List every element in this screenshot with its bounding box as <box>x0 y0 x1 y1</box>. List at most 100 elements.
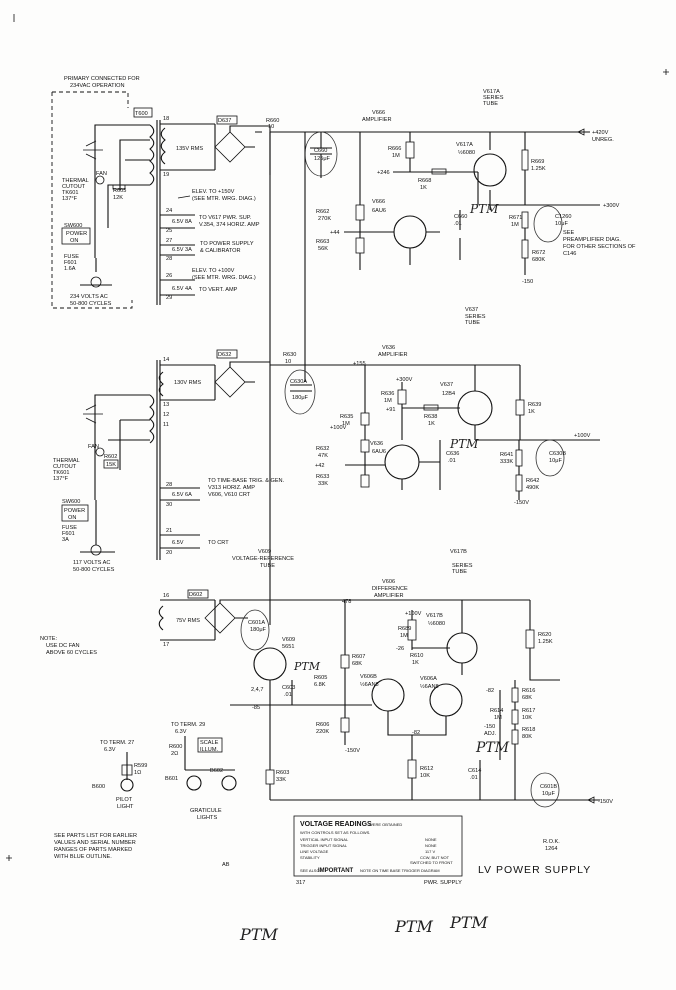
elev150-2: (SEE MTR. WRG. DIAG.) <box>192 196 256 202</box>
v636-tube-icon <box>384 444 420 480</box>
fuse-upper-1: FUSE <box>64 254 79 260</box>
r616-value: 68K <box>522 695 532 701</box>
term-11: 11 <box>163 422 169 428</box>
term-25: 25 <box>166 228 172 234</box>
v606b-label: V606B <box>360 674 377 680</box>
out-300v: +300V <box>603 203 620 209</box>
c630b-circle <box>535 439 565 477</box>
v666-sub: AMPLIFIER <box>362 117 392 123</box>
power-switch-lower <box>61 504 89 522</box>
term-14: 14 <box>163 357 169 363</box>
r617-label: R617 <box>522 708 535 714</box>
term-16: 16 <box>163 593 169 599</box>
voltage-box-title-small: WERE OBTAINED <box>369 822 402 827</box>
volts-upper-2: 50-800 CYCLES <box>70 301 112 307</box>
stamp-line1: R.O.K. <box>543 839 560 845</box>
adj-val: -150 <box>484 724 495 730</box>
b601-bulb-icon <box>186 775 202 791</box>
v636-tube-label: V636 <box>370 441 383 447</box>
c630-label: C630A <box>290 379 307 385</box>
r671-value: 1M <box>511 222 519 228</box>
secondary-75v-section: 16 17 75V RMS D602 C601A 180μF NOTE: USE… <box>40 589 300 656</box>
thermal-lower-2: CUTOUT <box>53 464 77 470</box>
v617b-sub1: SERIES <box>452 563 473 569</box>
c614-label: C614 <box>468 768 481 774</box>
r614-label: R614 <box>490 708 503 714</box>
fan-label-lower: FAN <box>88 444 99 450</box>
b600-label: B600 <box>92 784 105 790</box>
vb-row2-value: 117 V <box>425 849 435 854</box>
b602-bulb-icon <box>221 775 237 791</box>
v617b-tube-type: ½6080 <box>428 620 445 627</box>
r605-value: 12K <box>113 195 123 201</box>
to-timebase-1: TO TIME-BASE TRIG. & GEN. <box>208 478 285 484</box>
r638-value: 1K <box>428 421 435 427</box>
term-29: 29 <box>166 295 172 301</box>
r632-label: R632 <box>316 446 329 452</box>
r669-value: 1.25K <box>531 166 546 172</box>
r620-value: 1.25K <box>538 639 553 645</box>
r636-label: R636 <box>381 391 394 397</box>
scale-label: SCALE <box>200 740 219 746</box>
node-150v-c: -150V <box>345 748 360 754</box>
fan-label-upper: FAN <box>96 171 107 177</box>
r660-label: R660 <box>266 118 279 124</box>
fan-note-1: NOTE: <box>40 636 58 642</box>
secondary-135v-section: 18 19 135V RMS D637 R660 10 +420V UNREG.… <box>160 115 614 178</box>
r617-value: 10K <box>522 715 532 721</box>
c660-label: C660 <box>314 148 327 154</box>
term-28a: 28 <box>166 256 172 262</box>
r614-value: 1M <box>494 715 502 721</box>
to-power-2: & CALIBRATOR <box>200 248 241 254</box>
out-420v: +420V <box>592 130 609 136</box>
term-12: 12 <box>163 412 169 418</box>
to-term29-2: 6.3V <box>175 729 187 735</box>
r630-value: 10 <box>285 359 291 365</box>
c630b-value: 10μF <box>549 458 562 464</box>
to-v617-1: TO V617 PWR. SUP. <box>199 215 252 221</box>
r603-label: R603 <box>276 770 289 776</box>
v606-sub2: AMPLIFIER <box>374 593 404 599</box>
rms-75: 75V RMS <box>176 618 200 624</box>
vb-see-also: SEE ALSO <box>300 868 320 873</box>
r612-value: 10K <box>420 773 430 779</box>
v617a-sub1: SERIES <box>483 95 504 101</box>
v636-title: V636 <box>382 345 395 351</box>
v609-title: V609 <box>258 549 271 555</box>
vb-row1-value: NONE <box>425 843 437 848</box>
r672-value: 680K <box>532 257 545 263</box>
out-420v-unreg: UNREG. <box>592 137 614 143</box>
r641-value: 333K <box>500 459 513 465</box>
graticule-2: LIGHTS <box>197 815 217 821</box>
v666-tube-type: 6AU6 <box>372 208 386 214</box>
r663-value: 56K <box>318 246 328 252</box>
v637-tube-type: 12B4 <box>442 391 455 397</box>
r605-label: R605 <box>113 188 126 194</box>
out-100v: +100V <box>574 433 591 439</box>
b600-bulb-icon <box>120 778 134 792</box>
node-85: -85 <box>252 705 260 711</box>
r669-label: R669 <box>531 159 544 165</box>
v666-tube-label: V666 <box>372 199 385 205</box>
to-timebase-3: V606, V610 CRT <box>208 492 251 498</box>
term-28b: 28 <box>166 482 172 488</box>
r603-value: 33K <box>276 777 286 783</box>
thermal-upper-4: 137°F <box>62 196 78 202</box>
r620-label: R620 <box>538 632 551 638</box>
r635-value: 1M <box>342 421 350 427</box>
ptm-mark-4: PTM <box>293 660 321 673</box>
thermal-lower-3: TK601 <box>53 470 69 476</box>
ptm-mark-2: PTM <box>449 437 479 451</box>
c636-value: .01 <box>448 458 456 464</box>
rms-130: 130V RMS <box>174 380 201 386</box>
to-term29-1: TO TERM. 29 <box>171 722 205 728</box>
r660-value: 10 <box>268 124 274 130</box>
sw600-upper-l1: POWER <box>66 231 87 237</box>
node-100v: +100V <box>330 425 347 431</box>
c1260-circle <box>533 205 563 243</box>
vb-row2-label: LINE VOLTAGE <box>300 849 329 854</box>
see-preamp-1: SEE <box>563 230 574 236</box>
node-155: +155 <box>353 361 366 367</box>
plug-lower-icon <box>90 544 102 556</box>
v617a-title: V617A <box>483 89 500 95</box>
